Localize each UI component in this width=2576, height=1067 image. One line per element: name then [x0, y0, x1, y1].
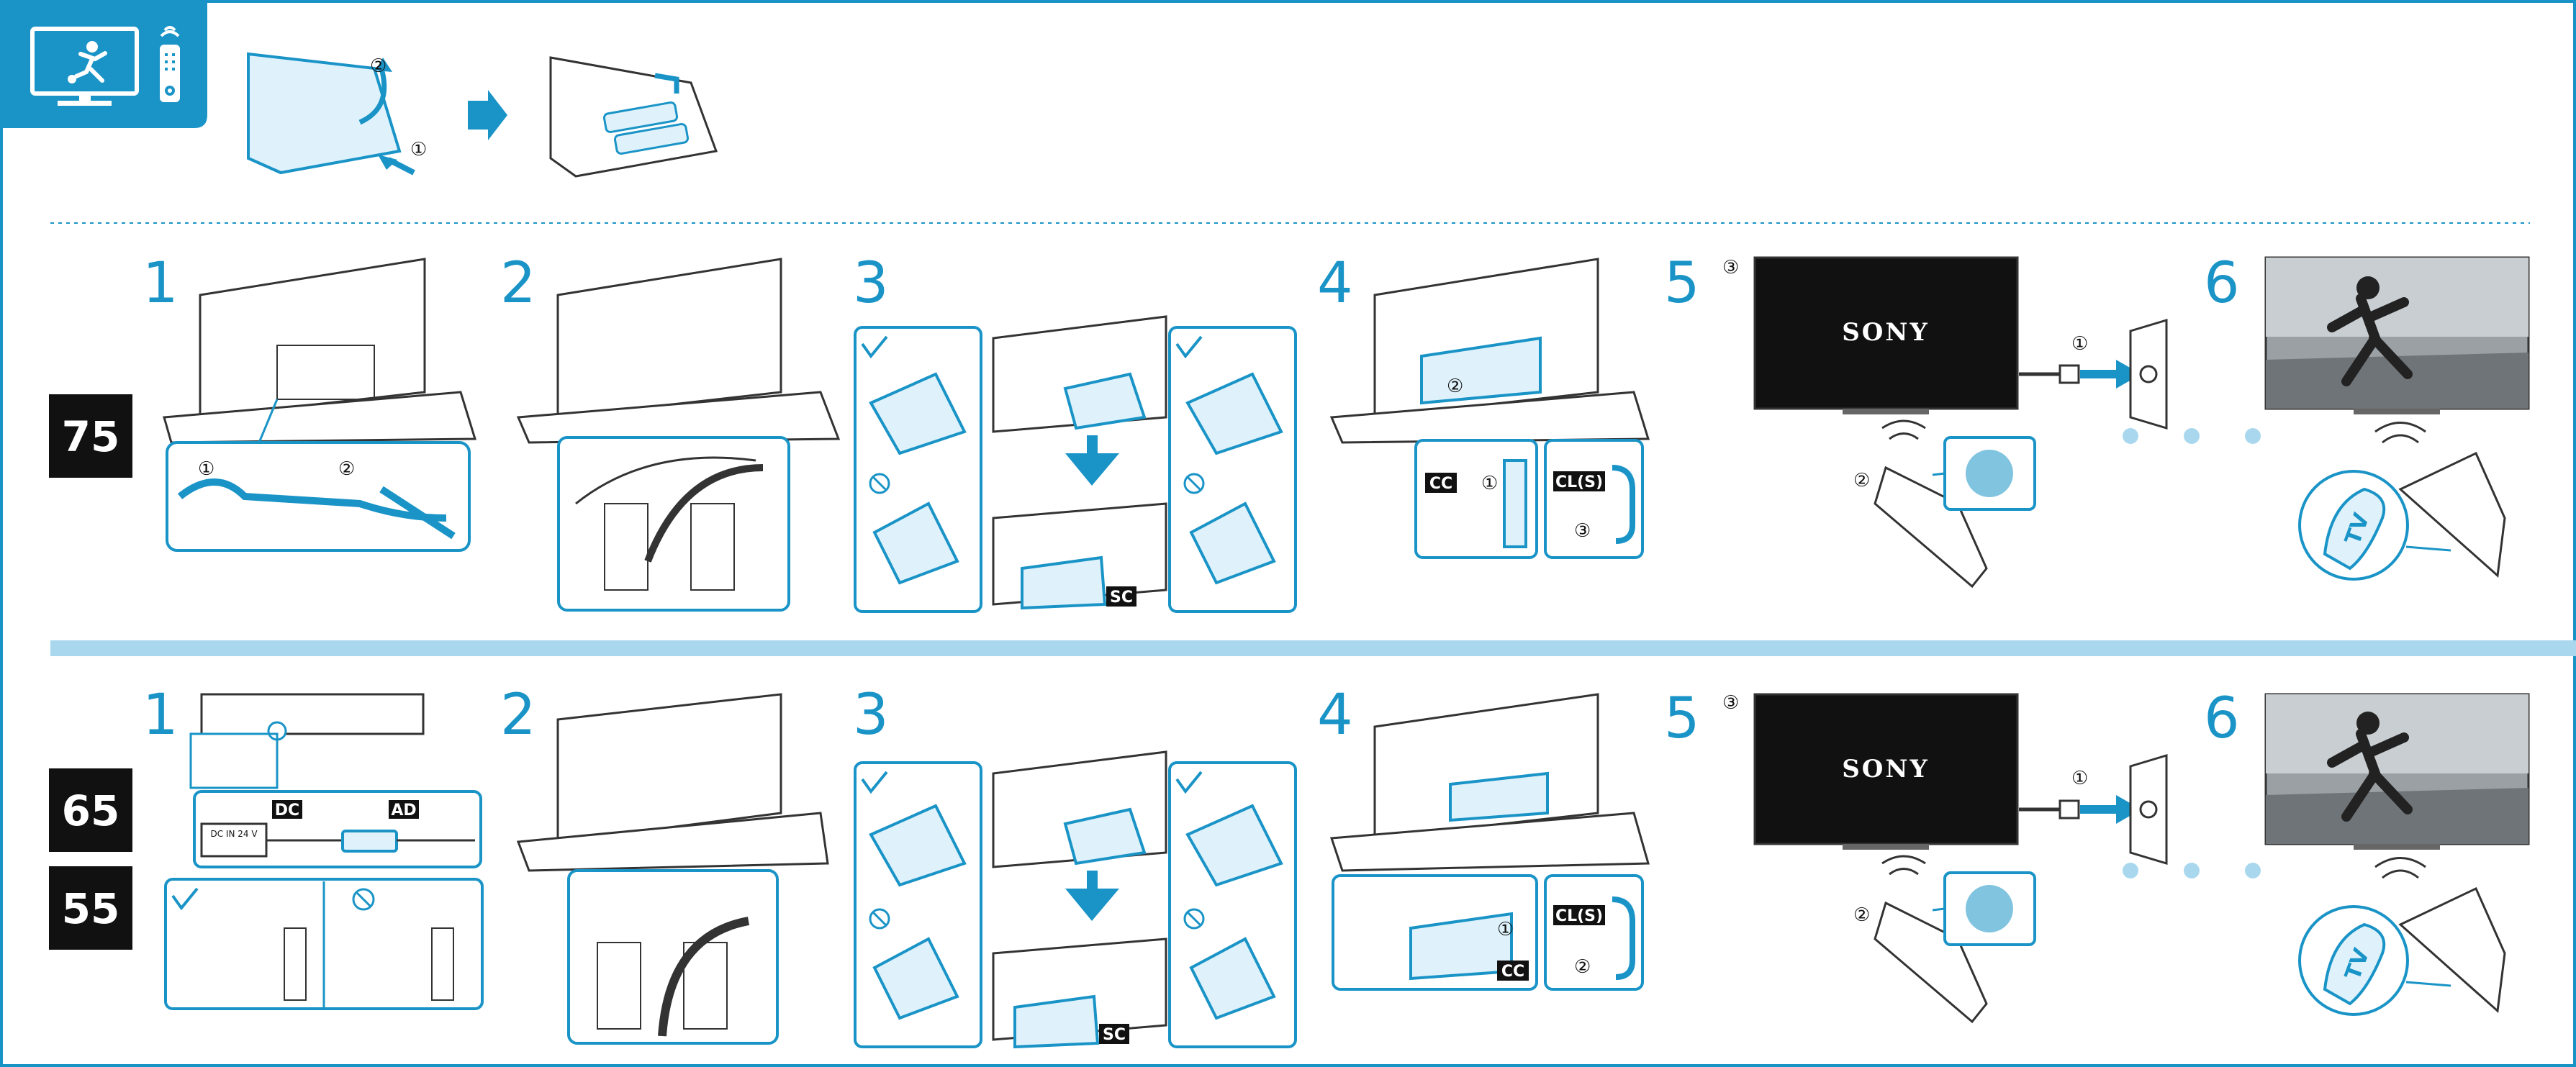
progress-dot: [2245, 863, 2261, 878]
step-number: 1: [143, 251, 178, 316]
step-1: 1 DC AD DC IN 24 V: [143, 683, 482, 1009]
marker: ①: [1497, 919, 1514, 940]
marker: ①: [1481, 473, 1498, 494]
marker-2: ②: [370, 55, 387, 77]
size-label: 65: [62, 786, 120, 835]
size-label: 55: [62, 884, 120, 933]
remote-battery-illustration: ② ①: [248, 54, 716, 176]
part-label-ad: AD: [391, 802, 416, 819]
arrow-down-icon: [1065, 871, 1119, 921]
part-label-cls: CL(S): [1555, 907, 1603, 925]
header-tab: [0, 0, 207, 128]
step-2: 2: [500, 683, 828, 1043]
step-number: 4: [1317, 683, 1353, 748]
step-4: 4 ② CC ① CL(S) ③: [1317, 251, 1648, 558]
step-2: 2: [500, 251, 839, 610]
step-1: 1 ① ②: [143, 251, 475, 550]
marker: ①: [2071, 333, 2088, 355]
part-label-dc: DC: [275, 802, 299, 819]
step-4: 4 ① CC CL(S) ②: [1317, 683, 1648, 989]
part-label-cls: CL(S): [1555, 473, 1603, 491]
marker: ③: [1722, 257, 1739, 278]
marker: ②: [338, 458, 355, 480]
progress-dot: [2245, 428, 2261, 444]
brand-logo: SONY: [1842, 318, 1930, 347]
part-label-cc: CC: [1501, 963, 1524, 981]
step-6: 6 TV: [2204, 251, 2528, 579]
progress-dot: [2123, 863, 2138, 878]
step-number: 6: [2204, 251, 2240, 316]
step-5: 5 ③ SONY ① ②: [1664, 686, 2261, 1022]
size-label: 75: [62, 412, 120, 461]
brand-logo: SONY: [1842, 755, 1930, 784]
step-number: 2: [500, 251, 536, 316]
step-number: 1: [143, 683, 178, 748]
step-number: 6: [2204, 686, 2240, 751]
step-5: 5 ③ SONY ① ②: [1664, 251, 2261, 586]
step-number: 3: [853, 683, 889, 748]
marker: ②: [1574, 956, 1591, 978]
progress-dot: [2123, 428, 2138, 444]
part-label-sc: SC: [1103, 1026, 1126, 1044]
port-label: DC IN 24 V: [210, 829, 258, 839]
step-number: 3: [853, 251, 889, 316]
marker: ②: [1853, 904, 1870, 926]
marker-1: ①: [410, 139, 427, 160]
step-3: 3 SC: [853, 251, 1296, 612]
step-number: 5: [1664, 686, 1700, 751]
step-number: 4: [1317, 251, 1353, 316]
progress-dot: [2184, 428, 2200, 444]
marker: ①: [198, 458, 214, 480]
marker: ②: [1853, 470, 1870, 491]
step-number: 2: [500, 683, 536, 748]
part-label-cc: CC: [1429, 475, 1452, 493]
marker: ①: [2071, 768, 2088, 789]
marker: ③: [1574, 520, 1591, 542]
progress-dot: [2184, 863, 2200, 878]
section-divider: [50, 640, 2576, 656]
arrow-down-icon: [1065, 435, 1119, 486]
marker: ②: [1447, 376, 1463, 397]
arrow-right-icon: [468, 90, 507, 140]
step-6: 6 TV: [2204, 686, 2528, 1014]
section-75: 75 1 ① ② 2 3: [49, 251, 2528, 612]
section-65-55: 65 55 1 DC AD DC IN 24 V: [49, 683, 2528, 1047]
marker: ③: [1722, 692, 1739, 714]
step-3: 3 SC: [853, 683, 1296, 1047]
step-number: 5: [1664, 251, 1700, 316]
part-label-sc: SC: [1110, 589, 1133, 607]
